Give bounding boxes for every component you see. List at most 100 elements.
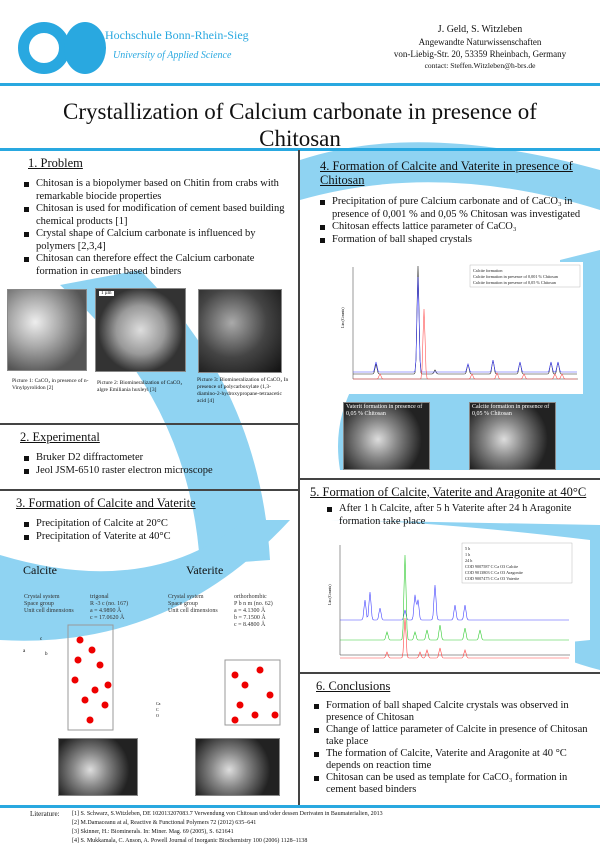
table-cell: a = 4.9890 Å [90, 608, 122, 614]
diffraction-series [340, 584, 569, 621]
table-cell: Unit cell dimensions [24, 608, 74, 614]
caption-3: Picture 3: Biomineralization of CaCO₃ In… [197, 377, 289, 404]
table-cell: orthorhombic [234, 594, 267, 600]
sem-image-vaterite-chitosan: Vaterit formation in presence of 0,05 % … [343, 402, 430, 470]
list-item: Chitosan can therefore effect the Calciu… [22, 253, 292, 278]
section-divider [0, 423, 298, 425]
vaterite-unit-cell [224, 659, 281, 726]
atom-legend: O [156, 713, 159, 718]
column-divider [298, 150, 300, 805]
problem-list: Chitosan is a biopolymer based on Chitin… [22, 178, 292, 278]
section-experimental-heading: 2. Experimental [20, 430, 100, 444]
reference: [1] S. Schwarz, S.Witzleben, DE 10201320… [72, 811, 383, 817]
oxygen-atom [101, 701, 109, 709]
legend-entry: 5 h [465, 546, 471, 551]
section-aragonite-heading: 5. Formation of Calcite, Vaterite and Ar… [310, 485, 587, 499]
table-cell: P b n m (no. 62) [234, 601, 273, 607]
table-row: b = 7.1500 Å [168, 615, 304, 622]
legend-entry: 1 h [465, 552, 471, 557]
table-cell: Crystal system [168, 594, 204, 600]
list-item: Bruker D2 diffractometer [22, 452, 292, 465]
table-row: Crystal system orthorhombic [168, 594, 304, 601]
list-item: Chitosan can be used as template for CaC… [312, 772, 596, 796]
atom-legend: C [156, 707, 159, 712]
reference: [3] Skinner, H.: Biominerals. In: Miner.… [72, 829, 234, 835]
diffraction-series [353, 276, 577, 373]
list-item: Chitosan is a biopolymer based on Chitin… [22, 178, 292, 203]
vaterite-label: Vaterite [186, 563, 224, 577]
section-divider [0, 489, 298, 491]
section-conclusions-heading: 6. Conclusions [316, 679, 391, 693]
table-cell: Unit cell dimensions [168, 608, 218, 614]
reference: [2] M.Damaceanu at al, Reactive & Functi… [72, 820, 257, 826]
contact: contact: Steffen.Witzleben@h-brs.de [424, 61, 536, 70]
list-item: Precipitation of pure Calcium carbonate … [318, 196, 593, 221]
chitosan-list: Precipitation of pure Calcium carbonate … [318, 196, 593, 246]
oxygen-atom [256, 666, 264, 674]
calcite-unit-cell [67, 624, 114, 731]
section-problem-heading: 1. Problem [28, 156, 83, 170]
table-cell: Space group [168, 601, 198, 607]
axis-label: a [23, 649, 26, 654]
list-item: Formation of ball shaped crystals [318, 234, 593, 247]
address: von-Liebig-Str. 20, 53359 Rheinbach, Ger… [393, 49, 567, 59]
oxygen-atom [104, 681, 112, 689]
list-item: The formation of Calcite, Vaterite and A… [312, 748, 596, 772]
table-row: Space group P b n m (no. 62) [168, 601, 304, 608]
list-item: Jeol JSM-6510 raster electron microscope [22, 465, 292, 478]
institution-subtitle: University of Applied Science [113, 50, 232, 61]
oxygen-atom [241, 681, 249, 689]
list-item: Chitosan effects lattice parameter of Ca… [318, 221, 593, 234]
sem-image-1 [7, 289, 87, 371]
sem-image-vaterite [195, 738, 280, 796]
department: Angewandte Naturwissenschaften [418, 37, 542, 47]
oxygen-atom [88, 646, 96, 654]
sem-label: Calcite formation in presence of 0,05 % … [472, 404, 550, 417]
list-item: Formation of ball shaped Calcite crystal… [312, 700, 596, 724]
table-row: c = 8.4800 Å [168, 622, 304, 629]
diffraction-series [340, 554, 569, 641]
oxygen-atom [231, 716, 239, 724]
y-axis-label: Lin (Counts) [340, 307, 345, 328]
axis-label: c [40, 637, 43, 642]
section-divider [300, 478, 600, 480]
oxygen-atom [76, 636, 84, 644]
sem-image-calcite-chitosan: Calcite formation in presence of 0,05 % … [469, 402, 556, 470]
title-divider [0, 148, 600, 151]
table-row: Crystal system trigonal [24, 594, 160, 601]
legend-entry: COD 9013803 C Ca O3 Aragonite [465, 570, 523, 575]
oxygen-atom [74, 656, 82, 664]
sem-image-calcite [58, 738, 138, 796]
literature-list: [1] S. Schwarz, S.Witzleben, DE 10201320… [72, 810, 383, 846]
aragonite-list: After 1 h Calcite, after 5 h Vaterite af… [325, 503, 590, 528]
atom-legend: Ca [156, 701, 161, 706]
legend-entry: Calcite formation in presence of 0,05 % … [473, 280, 557, 286]
header-divider [0, 83, 600, 86]
table-cell: Space group [24, 601, 54, 607]
sem-image-3 [198, 289, 282, 373]
list-item: After 1 h Calcite, after 5 h Vaterite af… [325, 503, 590, 528]
table-cell: Crystal system [24, 594, 60, 600]
list-item: Crystal shape of Calcium carbonate is in… [22, 228, 292, 253]
table-cell: c = 17.0620 Å [90, 615, 125, 621]
poster-title: Crystallization of Calcium carbonate in … [63, 99, 537, 151]
table-cell: b = 7.1500 Å [234, 615, 266, 621]
legend-entry: Calcite formation [473, 268, 503, 273]
sem-image-2: 1 µm [95, 288, 186, 372]
oxygen-atom [86, 716, 94, 724]
sem-label: Vaterit formation in presence of 0,05 % … [346, 404, 423, 417]
university-logo [18, 22, 106, 74]
table-row: Unit cell dimensions a = 4.9890 Å [24, 608, 160, 615]
table-cell: a = 4.1300 Å [234, 608, 266, 614]
institution-name: Hochschule Bonn-Rhein-Sieg [105, 28, 249, 42]
oxygen-atom [81, 696, 89, 704]
diffraction-series [353, 265, 577, 375]
oxygen-atom [231, 671, 239, 679]
table-cell: trigonal [90, 594, 109, 600]
calcite-label: Calcite [23, 563, 57, 577]
legend-entry: 24 h [465, 558, 473, 563]
